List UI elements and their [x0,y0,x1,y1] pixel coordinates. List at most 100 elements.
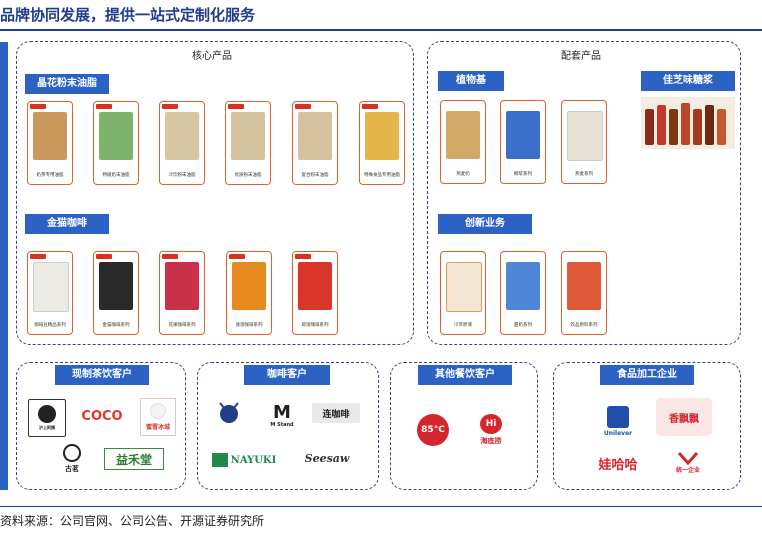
product-carton-image [506,111,540,159]
title-rule [0,29,762,31]
product-card: 冷饮粉末油脂 [159,101,205,185]
product-caption: 椰浆系列 [514,172,532,177]
logo-m-stand: M M Stand [265,401,299,431]
logo-wahaha: 娃哈哈 [598,457,638,473]
product-bag-image [33,262,69,312]
brand-badge [96,104,112,109]
tag-jinghua-oil: 晶花粉末油脂 [25,74,109,94]
logo-85c: 85°C [417,414,449,446]
product-card: 咖啡豆精品系列 [27,251,73,335]
tag-jinmao-coffee: 金猫咖啡 [25,214,109,234]
product-box-image [232,262,266,310]
product-caption: 冷饮粉末油脂 [168,173,196,178]
deer-head-icon [219,402,239,423]
logo-xiangpiaopiao: 香飘飘 [656,398,712,436]
product-card: 甜奶系列 [500,251,546,335]
uni-president-bird-icon [677,451,699,465]
left-accent-bar [0,42,8,490]
food-companies-panel [553,362,741,490]
logo-text: 海底捞 [480,437,502,445]
coffee-customers-panel [197,362,379,490]
logo-hushang-ayi: 沪上阿姨 [28,399,66,437]
hi-emblem-icon: Hi [480,414,502,434]
product-bag-image [165,112,199,160]
logo-text: 统一企业 [675,466,700,474]
product-card: 优质粉末油脂 [225,101,271,185]
logo-nayuki: NAYUKI [210,451,278,469]
tag-coffee-customers: 咖啡客户 [244,365,330,385]
product-caption: 优质粉末油脂 [234,173,262,178]
product-box-image [567,262,601,310]
logo-text: 蜜雪冰城 [145,424,170,431]
product-carton-image [506,262,540,310]
product-caption: 燕麦系列 [575,172,593,177]
product-caption: 特殊食品专用油脂 [364,173,400,178]
tea-customers-panel [16,362,186,490]
page-title: 品牌协同发展，提供一站式定制化服务 [0,6,256,24]
product-card: 椰浆系列 [500,100,546,184]
product-caption: 甜奶系列 [514,323,532,328]
guming-emblem-icon [63,444,81,462]
product-bag-image [231,112,265,160]
logo-coco: COCO [81,408,123,424]
brand-badge [162,254,178,259]
logo-lian-coffee: 连咖啡 [312,403,360,423]
tag-other-customers: 其他餐饮客户 [418,365,512,385]
tag-syrup: 佳芝味糖浆 [641,71,735,91]
product-box-image [165,262,199,310]
brand-badge [162,104,178,109]
product-card: 冷萃原液 [440,251,486,335]
brand-badge [362,104,378,109]
brand-badge [295,254,311,259]
tag-innovation: 创新业务 [438,214,532,234]
source-note: 资料来源：公司官网、公司公告、开源证券研究所 [0,514,265,528]
logo-unilever: Unilever [595,403,641,439]
logo-yiheitang: 益禾堂 [104,448,164,470]
brand-badge [228,104,244,109]
brand-badge [295,104,311,109]
product-caption: 奶茶专用油脂 [36,173,64,178]
other-customers-panel [390,362,538,490]
product-card: 燕麦系列 [561,100,607,184]
logo-mixue: 蜜雪冰城 [140,398,176,436]
product-box-image [99,112,133,160]
logo-uni-president: 统一企业 [660,447,716,477]
logo-haidilao: Hi 海底捞 [471,412,511,448]
product-caption: 即溶咖啡系列 [301,323,329,328]
product-caption: 燕麦奶 [456,172,470,177]
brand-badge [30,104,46,109]
core-products-panel [16,41,414,345]
logo-seesaw: Seesaw [304,451,350,465]
product-carton-image [446,262,482,312]
product-card: 金猫咖啡系列 [93,251,139,335]
product-box-image [33,112,67,160]
logo-text: Unilever [603,429,633,437]
product-caption: 特级奶末油脂 [102,173,130,178]
product-box-image [298,262,332,310]
product-card: 特级奶末油脂 [93,101,139,185]
product-card: 饮品原料系列 [561,251,607,335]
product-caption: 速溶咖啡系列 [235,323,263,328]
support-products-panel [427,41,741,345]
product-card: 速溶咖啡系列 [226,251,272,335]
product-card: 燕麦奶 [440,100,486,184]
brand-badge [96,254,112,259]
support-products-title: 配套产品 [561,51,601,62]
nayuki-mark-icon [211,453,228,467]
unilever-u-icon [607,405,629,428]
logo-text: NAYUKI [230,454,277,466]
product-box-image [446,111,480,159]
product-caption: 咖啡豆精品系列 [34,323,66,328]
logo-text: 古茗 [65,465,79,473]
tag-tea-customers: 现制茶饮客户 [55,365,149,385]
product-drink-image [365,112,399,160]
tag-food-companies: 食品加工企业 [600,365,694,385]
product-caption: 花果咖啡系列 [168,323,196,328]
logo-coffee-brand [209,399,249,427]
product-card: 即溶咖啡系列 [292,251,338,335]
product-card: 复合粉末油脂 [292,101,338,185]
product-bag-image [298,112,332,160]
syrup-bottles-image [641,97,735,149]
brand-badge [30,254,46,259]
core-products-title: 核心产品 [192,51,232,62]
